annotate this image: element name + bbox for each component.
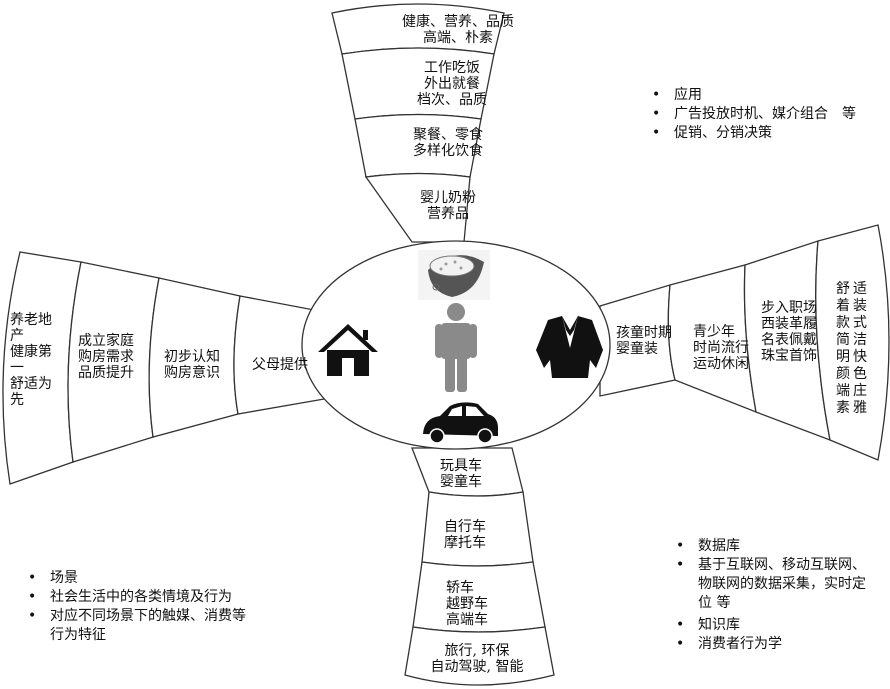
note-item: 应用 xyxy=(652,86,888,105)
jacket-icon xyxy=(536,316,603,378)
top-item-3: 聚餐、零食多样化饮食 xyxy=(413,127,483,159)
top-segment-4 xyxy=(364,172,471,243)
right-segment-4 xyxy=(815,224,890,461)
left-item-4: 父母提供 xyxy=(252,357,308,373)
bottom-segment-4 xyxy=(404,626,555,686)
note-item: 基于互联网、移动互联网、物联网的数据采集，实时定位 等 xyxy=(676,556,876,613)
note-item: 对应不同场景下的触媒、消费等行为特征 xyxy=(28,607,253,645)
note-item: 知识库 xyxy=(676,616,876,635)
bottom-item-1: 玩具车婴童车 xyxy=(440,458,482,490)
top-item-2: 工作吃饭外出就餐档次、品质 xyxy=(417,60,487,108)
top-item-4: 婴儿奶粉营养品 xyxy=(420,190,476,222)
notes-bottom-right: 数据库 基于互联网、移动互联网、物联网的数据采集，实时定位 等 知识库 消费者行… xyxy=(676,537,876,654)
note-item: 促销、分销决策 xyxy=(652,124,888,143)
note-item: 社会生活中的各类情境及行为 xyxy=(28,588,253,607)
note-item: 场景 xyxy=(28,569,253,588)
note-item: 数据库 xyxy=(676,537,876,556)
bottom-item-4: 旅行, 环保自动驾驶, 智能 xyxy=(430,643,524,675)
right-item-4-col-1: 舒着款简明颜端素 xyxy=(836,281,850,416)
notes-bottom-left: 场景 社会生活中的各类情境及行为 对应不同场景下的触媒、消费等行为特征 xyxy=(28,569,253,645)
right-item-2: 青少年时尚流行运动休闲 xyxy=(693,324,749,372)
note-item: 消费者行为学 xyxy=(676,635,876,654)
left-item-3: 初步认知购房意识 xyxy=(164,349,220,381)
top-item-1: 健康、营养、品质高端、朴素 xyxy=(402,14,514,46)
house-icon xyxy=(312,318,380,378)
right-item-3: 步入职场西装革履名表佩戴珠宝首饰 xyxy=(761,300,817,364)
rice-bowl-icon xyxy=(418,250,490,300)
note-item: 广告投放时机、媒介组合 等 xyxy=(652,105,888,124)
person-icon xyxy=(435,303,477,392)
notes-top-right: 应用 广告投放时机、媒介组合 等 促销、分销决策 xyxy=(652,86,888,143)
bottom-item-2: 自行车摩托车 xyxy=(444,519,486,551)
bottom-item-3: 轿车越野车高端车 xyxy=(446,580,488,628)
right-item-4-col-2: 适装式洁快色庄雅 xyxy=(853,281,867,416)
car-icon xyxy=(423,402,498,444)
left-item-2: 成立家庭购房需求品质提升 xyxy=(78,333,134,381)
left-item-1: 养老地产健康第一舒适为先 xyxy=(10,312,52,408)
right-item-1: 孩童时期婴童装 xyxy=(616,325,672,357)
